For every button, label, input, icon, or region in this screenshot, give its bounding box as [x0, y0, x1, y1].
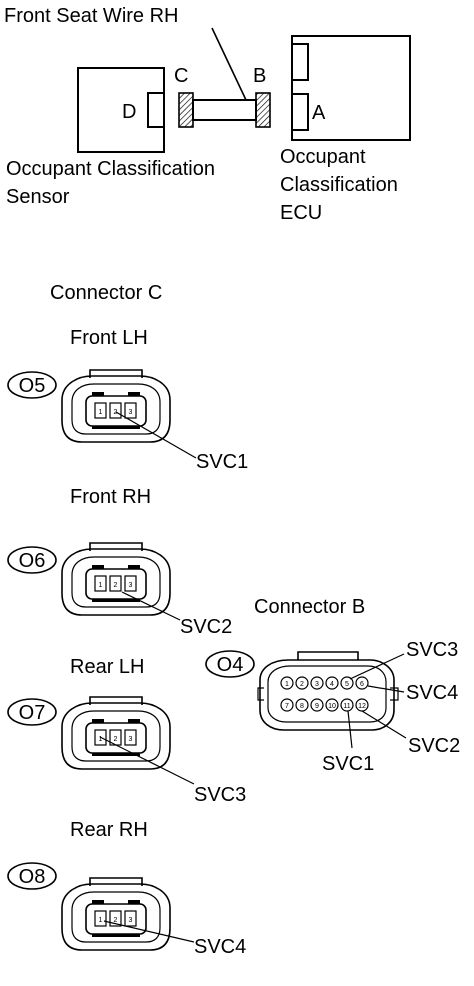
signal-label: SVC3 — [194, 784, 246, 806]
label-d: D — [122, 101, 136, 123]
connector-front-lh: Front LH O5 1 2 3 SVC1 — [7, 327, 248, 473]
top-block-diagram: Front Seat Wire RH D C B A Occupant Clas… — [4, 5, 411, 224]
signal-label-svc1: SVC1 — [322, 753, 374, 775]
sensor-connector-d — [147, 92, 165, 128]
signal-label-svc2: SVC2 — [408, 735, 460, 757]
signal-leader-line — [103, 920, 195, 943]
label-a: A — [312, 102, 326, 124]
pin-1: 1 — [99, 582, 103, 589]
pin-1: 1 — [99, 409, 103, 416]
connector-b-code: O4 — [217, 654, 244, 676]
pin-12: 12 — [358, 703, 366, 710]
pin-2: 2 — [114, 409, 118, 416]
ecu-connector-a — [291, 93, 309, 131]
label-c: C — [174, 65, 188, 87]
pin-3: 3 — [129, 582, 133, 589]
pin-3: 3 — [129, 409, 133, 416]
connector-3pin-body: 1 2 3 — [61, 369, 171, 443]
connector-b-title: Connector B — [254, 596, 365, 618]
pin-5: 5 — [345, 681, 349, 688]
connector-code: O6 — [19, 550, 46, 572]
pin-1: 1 — [99, 736, 103, 743]
signal-label-svc4: SVC4 — [406, 682, 458, 704]
connector-3pin-body: 1 2 3 — [61, 542, 171, 616]
signal-label-svc3: SVC3 — [406, 639, 458, 661]
pin-1: 1 — [285, 681, 289, 688]
pin-3: 3 — [129, 917, 133, 924]
pin-3: 3 — [129, 736, 133, 743]
code-badge — [7, 698, 57, 726]
connector-c-title: Connector C — [50, 282, 162, 304]
ecu-label-line2: Classification — [280, 174, 398, 196]
leader-svc2 — [361, 710, 407, 739]
pin-8: 8 — [300, 703, 304, 710]
signal-leader-line — [115, 411, 197, 459]
connector-rear-rh: Rear RH O8 1 2 3 SVC4 — [7, 819, 246, 958]
ecu-box — [291, 35, 411, 141]
pin-6: 6 — [360, 681, 364, 688]
ecu-connector-upper — [291, 43, 309, 81]
pin-2: 2 — [114, 917, 118, 924]
pin-2: 2 — [300, 681, 304, 688]
signal-label: SVC1 — [196, 451, 248, 473]
connector-b-plug — [255, 92, 271, 128]
position-label: Front RH — [70, 486, 151, 508]
front-seat-wire-rh — [192, 99, 257, 121]
connector-12pin-body: 1 2 3 4 5 6 7 8 9 10 11 12 — [257, 651, 399, 731]
pin-11: 11 — [343, 703, 350, 710]
code-badge — [205, 650, 255, 678]
wire-leader-line — [211, 27, 247, 101]
ecu-label-line3: ECU — [280, 202, 322, 224]
pin-2: 2 — [114, 736, 118, 743]
connector-code: O8 — [19, 866, 46, 888]
signal-label: SVC2 — [180, 616, 232, 638]
pin-10: 10 — [328, 703, 336, 710]
leader-svc4 — [367, 685, 405, 693]
connector-c-plug — [178, 92, 194, 128]
ecu-label-line1: Occupant — [280, 146, 366, 168]
leader-svc1 — [347, 710, 353, 749]
connector-b-section: Connector B O4 1 2 3 4 5 6 — [205, 596, 460, 775]
pin-7: 7 — [285, 703, 289, 710]
signal-label: SVC4 — [194, 936, 246, 958]
sensor-label-line2: Sensor — [6, 186, 70, 208]
connector-code: O7 — [19, 702, 46, 724]
connector-front-rh: Front RH O6 1 2 3 SVC2 — [7, 486, 232, 638]
signal-leader-line — [99, 736, 195, 785]
pin-9: 9 — [315, 703, 319, 710]
code-badge — [7, 371, 57, 399]
label-b: B — [253, 65, 266, 87]
pin-1: 1 — [99, 917, 103, 924]
leader-svc3 — [349, 653, 405, 680]
wire-label: Front Seat Wire RH — [4, 5, 178, 27]
code-badge — [7, 862, 57, 890]
position-label: Rear RH — [70, 819, 148, 841]
connector-rear-lh: Rear LH O7 1 2 3 SVC3 — [7, 656, 246, 806]
position-label: Rear LH — [70, 656, 144, 678]
code-badge — [7, 546, 57, 574]
pin-3: 3 — [315, 681, 319, 688]
pin-4: 4 — [330, 681, 334, 688]
position-label: Front LH — [70, 327, 148, 349]
connector-code: O5 — [19, 375, 46, 397]
pin-2: 2 — [114, 582, 118, 589]
sensor-label-line1: Occupant Classification — [6, 158, 215, 180]
connector-3pin-body: 1 2 3 — [61, 696, 171, 770]
signal-leader-line — [121, 591, 181, 621]
connector-3pin-body: 1 2 3 — [61, 877, 171, 951]
